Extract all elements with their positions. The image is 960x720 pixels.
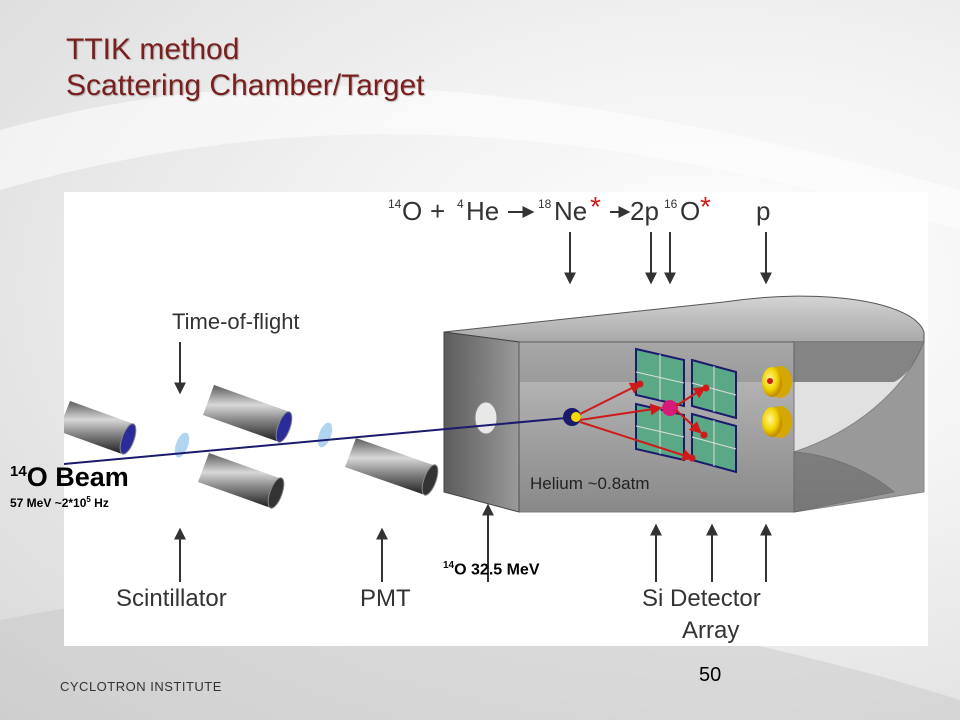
degraded-energy-label: 14O 32.5 MeV <box>443 560 540 579</box>
svg-text:18: 18 <box>538 197 552 211</box>
beam-name: O Beam <box>26 462 129 492</box>
foil-2 <box>317 422 333 448</box>
svg-text:Ne: Ne <box>554 196 587 226</box>
svg-text:4: 4 <box>457 197 464 211</box>
pmt-cylinder <box>345 438 439 496</box>
experiment-figure: 14 O + 4 He 18 Ne * 2p 16 O * p Time-of-… <box>64 192 928 646</box>
gold-detector-top <box>762 366 792 398</box>
helium-pressure-label: Helium ~0.8atm <box>530 474 650 493</box>
si-detector-arrows <box>650 523 772 582</box>
slide-title: TTIK method Scattering Chamber/Target <box>66 32 425 104</box>
detector-panel-3 <box>691 358 737 420</box>
svg-text:p: p <box>756 196 770 226</box>
svg-text:O: O <box>402 196 422 226</box>
proton-tracks <box>579 380 710 462</box>
svg-text:2p: 2p <box>630 196 659 226</box>
alpha-particle <box>571 412 581 422</box>
si-detector-label: Si Detector <box>642 585 761 612</box>
scintillator-cylinder-3 <box>198 453 285 509</box>
excited-star-2: * <box>700 192 711 222</box>
excited-star-1: * <box>590 192 601 222</box>
svg-text:14: 14 <box>388 197 402 211</box>
scintillator-cylinder-1 <box>64 401 137 455</box>
svg-text:+: + <box>430 196 445 226</box>
svg-text:O: O <box>680 196 700 226</box>
detector-panel-2 <box>635 402 685 462</box>
beam-line <box>64 417 567 465</box>
foil-1 <box>174 432 190 458</box>
footer-institution: CYCLOTRON INSTITUTE <box>60 679 222 694</box>
time-of-flight-label: Time-of-flight <box>172 309 300 334</box>
beam-energy-rate: 57 MeV ~2*105 Hz <box>10 495 109 510</box>
beam-mass-number: 14 <box>10 463 27 480</box>
si-detector-label-2: Array <box>682 617 739 644</box>
page-number: 50 <box>699 664 722 686</box>
title-line-1: TTIK method <box>66 33 240 66</box>
scintillator-cylinder-2 <box>203 385 293 443</box>
ne-recoil <box>662 400 678 416</box>
scintillator-label: Scintillator <box>116 585 227 612</box>
energy-mass-number: 14 <box>443 560 455 571</box>
pmt-label: PMT <box>360 585 411 612</box>
energy-text: O 32.5 MeV <box>454 561 540 579</box>
si-detector-array <box>635 347 737 474</box>
detector-panel-1 <box>635 347 685 408</box>
beam-label: 14O Beam 57 MeV ~2*105 Hz <box>10 462 129 510</box>
reaction-equation: 14 O + 4 He 18 Ne * 2p 16 O * p <box>388 192 770 226</box>
beam-title: 14O Beam <box>10 462 129 493</box>
svg-text:He: He <box>466 196 499 226</box>
gold-detector-bottom <box>762 406 792 438</box>
detector-panel-4 <box>691 412 737 474</box>
reaction-arrows <box>564 232 772 285</box>
title-line-2: Scattering Chamber/Target <box>66 69 425 102</box>
svg-text:16: 16 <box>664 197 678 211</box>
